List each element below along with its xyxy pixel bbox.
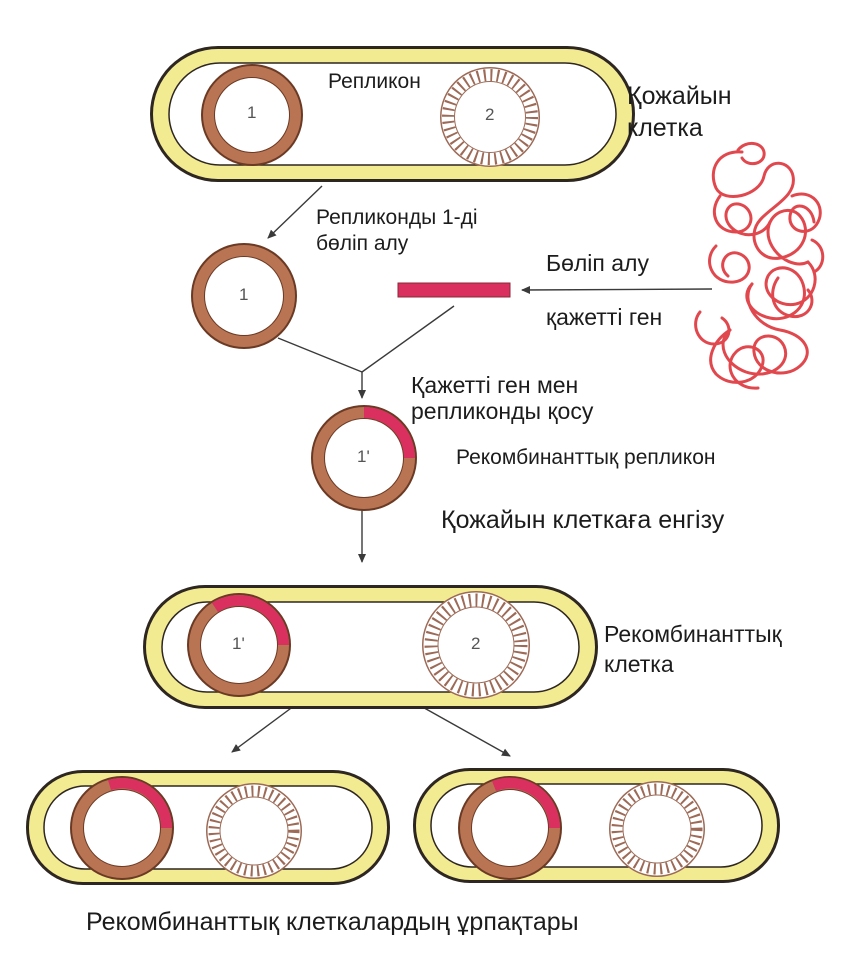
- isolate-replicon-label-line2: бөліп алу: [316, 232, 408, 256]
- required-gene-fragment: [398, 283, 510, 297]
- replicon-label: Репликон: [328, 70, 421, 94]
- recombinant-cell-label-line1: Рекомбинанттық: [604, 621, 782, 647]
- plasmid-number: 1': [232, 634, 245, 654]
- plasmid-number: 1': [357, 447, 370, 467]
- plasmid-number: 1: [247, 103, 256, 123]
- host-cell-label-line2: клетка: [627, 114, 703, 143]
- offspring-right-plasmid: [458, 776, 562, 880]
- join-label-line2: репликонды қосу: [411, 398, 593, 424]
- offspring-label: Рекомбинанттық клеткалардың ұрпақтары: [86, 908, 579, 937]
- offspring-left-plasmid-2: [206, 783, 302, 879]
- introduce-into-host-label: Қожайын клеткаға енгізу: [441, 506, 724, 535]
- host-cell-label-line1: Қожайын: [627, 82, 732, 111]
- required-gene-label: қажетті ген: [546, 304, 662, 330]
- recombinant-cell-label-line2: клетка: [604, 651, 674, 677]
- recombinant-replicon-label: Рекомбинанттық репликон: [456, 446, 715, 470]
- join-label-line1: Қажетті ген мен: [411, 372, 578, 398]
- tangled-dna-icon: [696, 143, 823, 388]
- plasmid-number: 2: [485, 105, 494, 125]
- isolate-label: Бөліп алу: [546, 250, 649, 276]
- plasmid-number: 2: [471, 634, 480, 654]
- offspring-left-plasmid: [70, 776, 174, 880]
- isolate-replicon-label-line1: Репликонды 1-ді: [316, 206, 478, 230]
- offspring-right-plasmid-2: [609, 781, 705, 877]
- plasmid-number: 1: [239, 285, 248, 305]
